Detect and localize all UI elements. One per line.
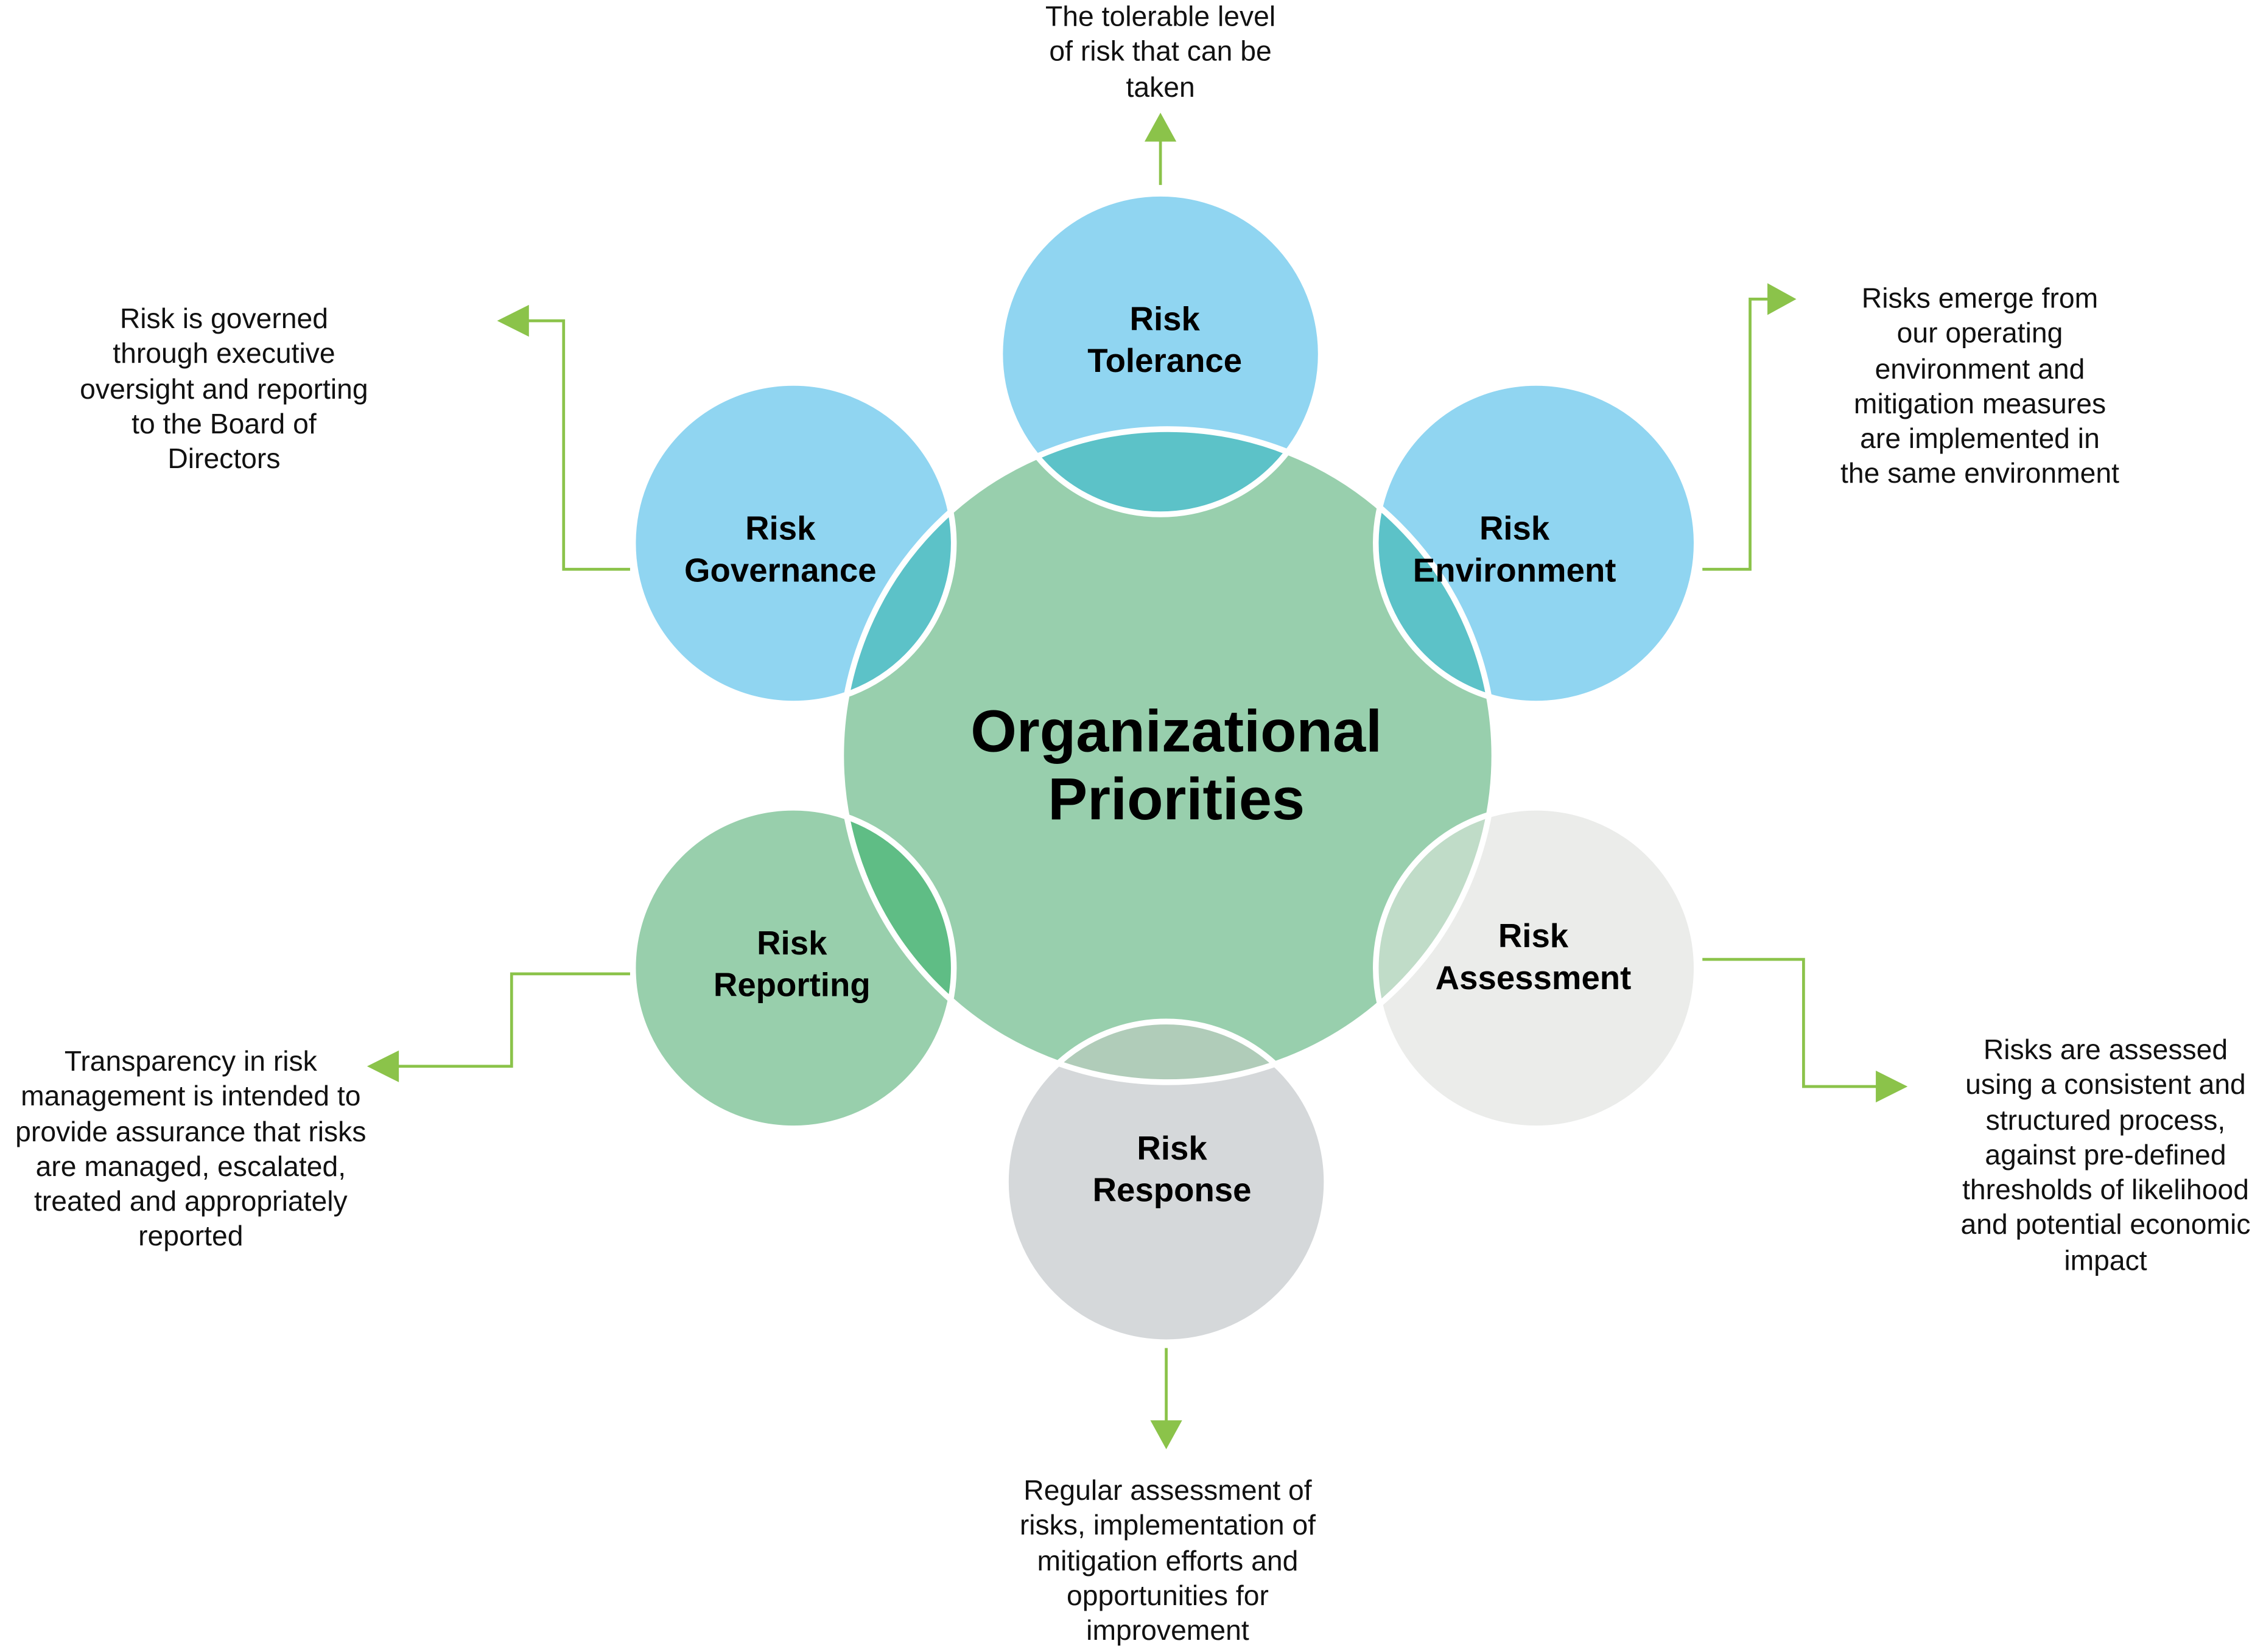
risk-assessment-label: Risk Assessment: [1435, 917, 1632, 996]
governance-arrow-icon: [497, 304, 529, 337]
response-description: Regular assessment of risks, implementat…: [1019, 1475, 1316, 1648]
assessment-description: Risks are assessed using a consistent an…: [1960, 1034, 2251, 1277]
tolerance-description: The tolerable level of risk that can be …: [1045, 1, 1276, 103]
assessment-arrow-icon: [1876, 1070, 1908, 1103]
response-arrow-icon: [1150, 1420, 1182, 1449]
risk-tolerance-label: Risk Tolerance: [1087, 299, 1243, 379]
risk-tolerance-circle: [1000, 194, 1321, 515]
risk-governance-label: Risk Governance: [684, 509, 877, 589]
reporting-connector: [396, 972, 630, 1068]
reporting-description: Transparency in risk management is inten…: [15, 1046, 367, 1254]
governance-description: Risk is governed through executive overs…: [80, 303, 368, 476]
risk-reporting-label: Risk Reporting: [713, 923, 871, 1003]
center-circle: [841, 429, 1495, 1082]
reporting-arrow-icon: [367, 1050, 399, 1082]
environment-description: Risks emerge from our operating environm…: [1840, 283, 2119, 491]
risk-response-circle: [1006, 1021, 1327, 1343]
assessment-connector: [1702, 957, 1879, 1088]
tolerance-arrow-icon: [1144, 113, 1177, 142]
risk-environment-label: Risk Environment: [1412, 509, 1616, 589]
environment-arrow-icon: [1767, 283, 1797, 315]
risk-response-label: Risk Response: [1092, 1129, 1252, 1208]
center-title: Organizational Priorities: [970, 698, 1383, 833]
environment-connector: [1702, 297, 1770, 571]
governance-connector: [527, 319, 630, 571]
